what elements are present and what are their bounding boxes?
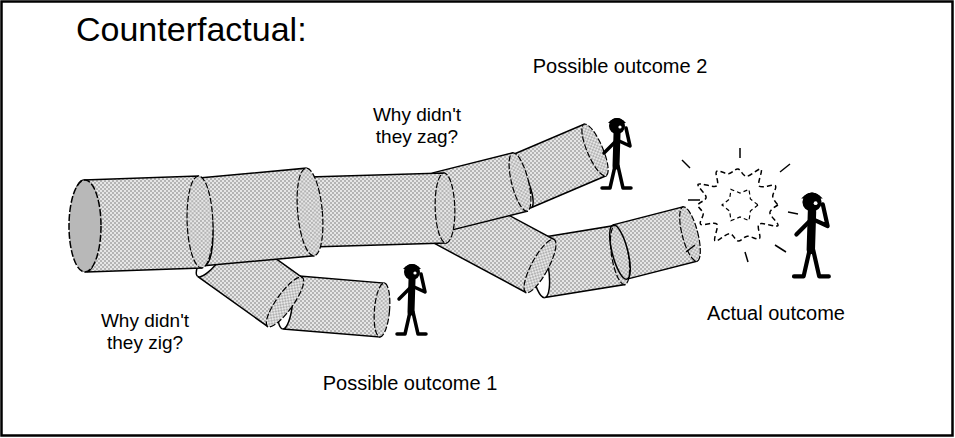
figure-cap — [801, 192, 823, 198]
explosion-spark — [682, 160, 690, 168]
outcome-label: Actual outcome — [707, 302, 845, 325]
stick-figure — [397, 264, 426, 334]
tube-end — [505, 151, 536, 213]
explosion-cloud — [698, 169, 778, 241]
tube-end — [261, 273, 310, 332]
explosion-core — [722, 189, 758, 220]
figure-legs — [602, 166, 631, 188]
explosion-spark — [780, 164, 790, 172]
figure-cap — [608, 118, 626, 123]
tube-end — [675, 205, 704, 263]
question-label: Why didn't they zig? — [90, 310, 200, 354]
figure-arms — [399, 274, 425, 299]
figure-arms — [604, 128, 630, 153]
explosion — [682, 148, 798, 262]
explosion-spark — [788, 212, 798, 214]
figure-arms — [796, 204, 827, 234]
tube-illustration — [69, 121, 705, 337]
tube-opening — [69, 180, 101, 272]
explosion-spark — [686, 245, 695, 252]
figure-eye — [618, 125, 621, 128]
figure-eye — [814, 201, 818, 205]
figure-eye — [413, 271, 416, 274]
tube-end — [294, 167, 327, 257]
figure-cap — [403, 264, 421, 269]
tube-segment — [300, 173, 456, 247]
explosion-spark — [775, 245, 786, 252]
outcome-label: Possible outcome 1 — [323, 372, 498, 395]
figure-legs — [794, 250, 829, 276]
tube-seam — [610, 225, 627, 279]
tube-end — [186, 176, 215, 269]
figure-legs — [397, 312, 426, 334]
stick-figure — [794, 192, 829, 276]
diagram-title: Counterfactual: — [76, 10, 307, 49]
tube-segment — [610, 205, 705, 279]
question-label: Why didn't they zag? — [362, 104, 472, 148]
tube-end — [372, 282, 392, 337]
outcome-label: Possible outcome 2 — [533, 55, 708, 78]
explosion-spark — [739, 148, 741, 158]
tube-body — [309, 173, 446, 247]
explosion-spark — [688, 199, 700, 201]
tube-end — [434, 173, 456, 244]
tube-body — [196, 168, 314, 266]
explosion-spark — [745, 252, 748, 262]
tube-end — [518, 236, 561, 297]
stick-figure — [602, 118, 631, 188]
